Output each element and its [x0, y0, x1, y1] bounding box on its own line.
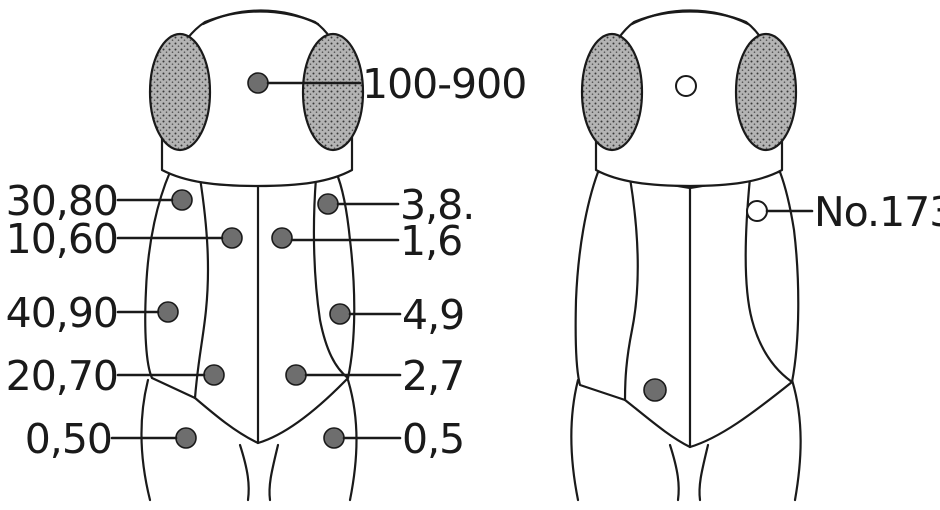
right-dot-lower	[644, 379, 666, 401]
left-leg-left	[141, 380, 150, 500]
left-insect: 100-900 30,80 10,60 40,90 20,70 0,50 3,8…	[6, 11, 527, 501]
label-l4: 20,70	[6, 352, 118, 400]
right-open-dot-marker	[747, 201, 767, 221]
right-open-dot-head	[676, 76, 696, 96]
left-dot-r1	[318, 194, 338, 214]
label-r3: 4,9	[402, 291, 464, 339]
right-eye-left	[582, 34, 642, 150]
label-r4: 2,7	[402, 352, 464, 400]
left-tail-right	[269, 445, 278, 500]
right-insect: No.173	[571, 11, 940, 501]
right-eye-right	[736, 34, 796, 150]
left-tail-left	[240, 445, 249, 500]
label-r5: 0,5	[402, 415, 464, 463]
left-dot-r3	[330, 304, 350, 324]
label-head: 100-900	[362, 60, 526, 108]
left-eye-right	[303, 34, 363, 150]
right-leg-right	[792, 380, 801, 500]
left-dot-l3	[158, 302, 178, 322]
left-dot-r5	[324, 428, 344, 448]
left-dot-l1	[172, 190, 192, 210]
left-dot-r2	[272, 228, 292, 248]
left-leg-right	[348, 380, 357, 500]
right-leg-left	[571, 380, 578, 500]
left-dot-l4	[204, 365, 224, 385]
right-tail-right	[699, 445, 708, 500]
label-l5: 0,50	[25, 415, 112, 463]
label-r2: 1,6	[400, 217, 462, 265]
right-tail-left	[670, 445, 679, 500]
label-marker: No.173	[814, 188, 940, 236]
label-l3: 40,90	[6, 289, 118, 337]
label-l2: 10,60	[6, 215, 118, 263]
left-dot-l2	[222, 228, 242, 248]
left-dot-r4	[286, 365, 306, 385]
left-dot-l5	[176, 428, 196, 448]
left-dot-head	[248, 73, 268, 93]
left-eye-left	[150, 34, 210, 150]
